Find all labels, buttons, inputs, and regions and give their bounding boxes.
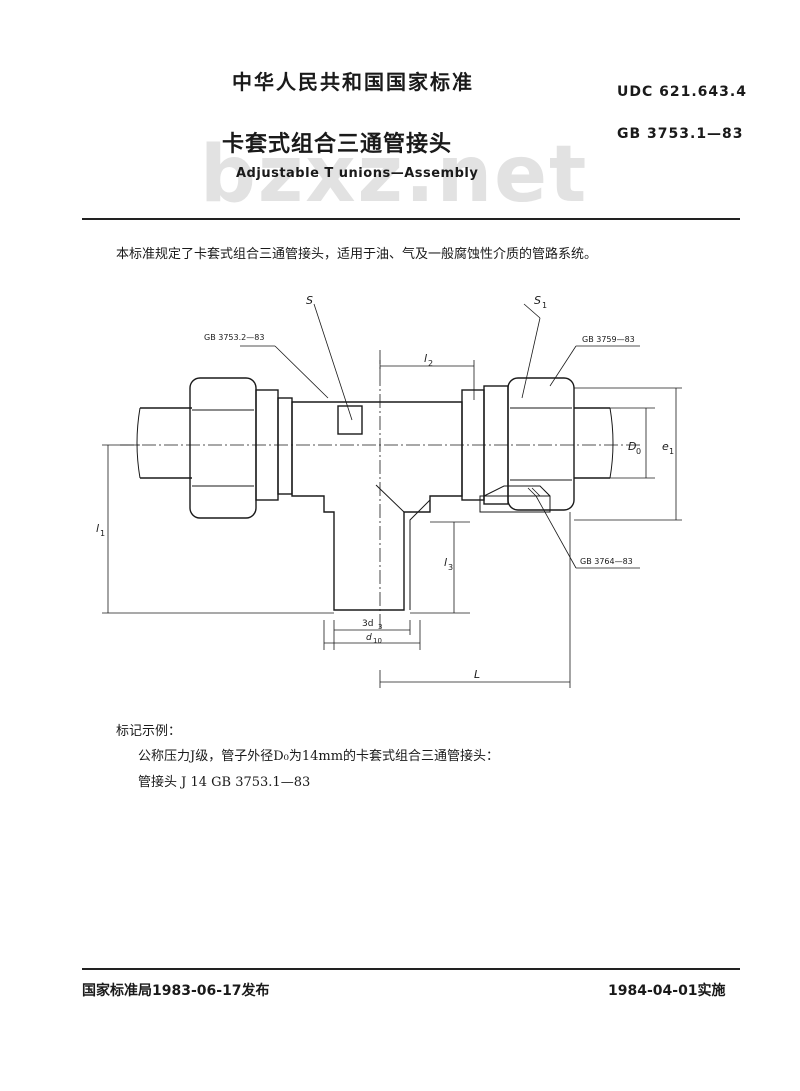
dim-d0: D	[628, 440, 636, 453]
watermark: bzxz.net	[200, 130, 589, 220]
callout-s: S	[306, 294, 313, 307]
header-divider	[82, 218, 740, 220]
dim-e1: e	[662, 440, 669, 453]
callout-ref-left: GB 3753.2—83	[204, 333, 264, 342]
dim-3d3-subscript: 3	[378, 623, 382, 631]
standard-organization: 中华人民共和国国家标准	[232, 70, 474, 94]
callout-ref-right: GB 3759—83	[582, 335, 635, 344]
dim-l3-subscript: 3	[448, 563, 453, 572]
issue-date: 国家标准局1983-06-17发布	[82, 983, 270, 999]
dim-l1-subscript: 1	[100, 529, 105, 538]
marking-example-designation: 管接头 J 14 GB 3753.1—83	[138, 775, 311, 790]
dim-3d3: 3d	[362, 619, 373, 629]
dim-e1-subscript: 1	[669, 447, 674, 456]
callout-s1: S	[534, 294, 541, 307]
dim-d10: d	[366, 633, 372, 643]
footer-divider	[82, 968, 740, 970]
udc-code: UDC 621.643.4	[617, 84, 747, 100]
dim-l3: l	[444, 556, 447, 569]
document-title-cn: 卡套式组合三通管接头	[222, 132, 453, 157]
dim-l1: l	[96, 522, 99, 535]
intro-paragraph: 本标准规定了卡套式组合三通管接头，适用于油、气及一般腐蚀性介质的管路系统。	[116, 247, 598, 262]
marking-example-heading: 标记示例：	[116, 724, 182, 739]
dim-l2-subscript: 2	[428, 359, 433, 368]
dim-total-length: L	[474, 668, 480, 681]
dim-l2: l	[424, 352, 427, 365]
dim-d10-subscript: 10	[373, 637, 382, 645]
document-title-en: Adjustable T unions—Assembly	[236, 166, 479, 181]
gb-standard-number: GB 3753.1—83	[617, 126, 744, 142]
marking-example-description: 公称压力J级，管子外径D₀为14mm的卡套式组合三通管接头：	[138, 749, 500, 764]
callout-ref-bottom: GB 3764—83	[580, 557, 633, 566]
effective-date: 1984-04-01实施	[608, 983, 726, 999]
t-union-assembly-drawing: S S 1 GB 3753.2—83 GB 3759—83 GB 3764—83…	[96, 294, 682, 688]
callout-s1-subscript: 1	[542, 301, 547, 310]
dim-d0-subscript: 0	[636, 447, 641, 456]
